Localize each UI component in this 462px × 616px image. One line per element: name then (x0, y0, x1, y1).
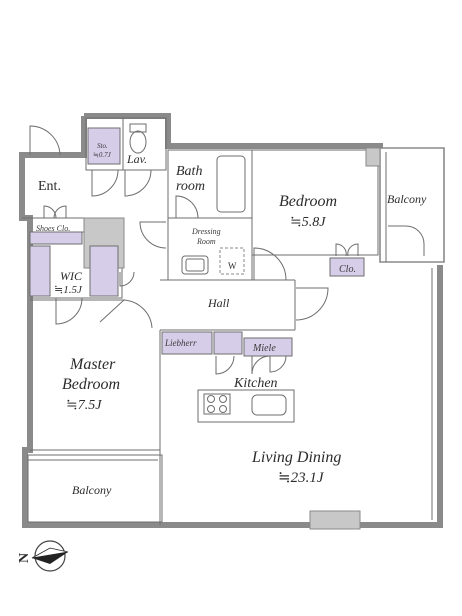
compass-icon (31, 540, 69, 572)
shoes-closet-label: Shoes Clo. (36, 224, 70, 233)
bedroom-closet-label: Clo. (339, 264, 356, 275)
master-bedroom-label-2: Bedroom (62, 376, 120, 393)
closets (29, 127, 365, 357)
hall-label: Hall (207, 296, 230, 310)
column (365, 147, 381, 167)
basin-icon (181, 255, 209, 275)
balcony-right-label: Balcony (387, 192, 427, 206)
kitchen-counter (197, 389, 295, 423)
lavatory-label: Lav. (126, 152, 147, 166)
bath-label-1: Bath (176, 164, 202, 179)
dressing-label-1: Dressing (191, 227, 221, 236)
master-bedroom-size: ≒7.5J (66, 398, 102, 413)
fridge-label: Liebherr (164, 338, 197, 348)
interior-walls (22, 117, 433, 530)
storage-size: ≒0.7J (93, 151, 112, 159)
entrance-label: Ent. (38, 179, 61, 194)
bedroom-size: ≒5.8J (290, 215, 326, 230)
outer-walls (19, 113, 445, 528)
storage-label: Sto. (97, 142, 108, 150)
balcony-bottom-label: Balcony (72, 483, 112, 497)
wic-size: ≒1.5J (54, 284, 83, 296)
doors (29, 125, 425, 375)
living-dining-size: ≒23.1J (278, 470, 325, 486)
toilet-icon (129, 123, 147, 154)
north-label: N (17, 553, 32, 563)
dishwasher-label: Miele (252, 343, 276, 354)
bedroom-label: Bedroom (279, 193, 337, 210)
washer-label: W (228, 261, 237, 271)
dressing-label-2: Room (196, 237, 216, 246)
wic-label: WIC (60, 269, 83, 283)
living-dining-label: Living Dining (251, 449, 341, 466)
washer-space (219, 247, 245, 275)
master-bedroom-label-1: Master (69, 356, 116, 373)
kitchen-label: Kitchen (233, 376, 278, 391)
bath-label-2: room (176, 179, 205, 194)
